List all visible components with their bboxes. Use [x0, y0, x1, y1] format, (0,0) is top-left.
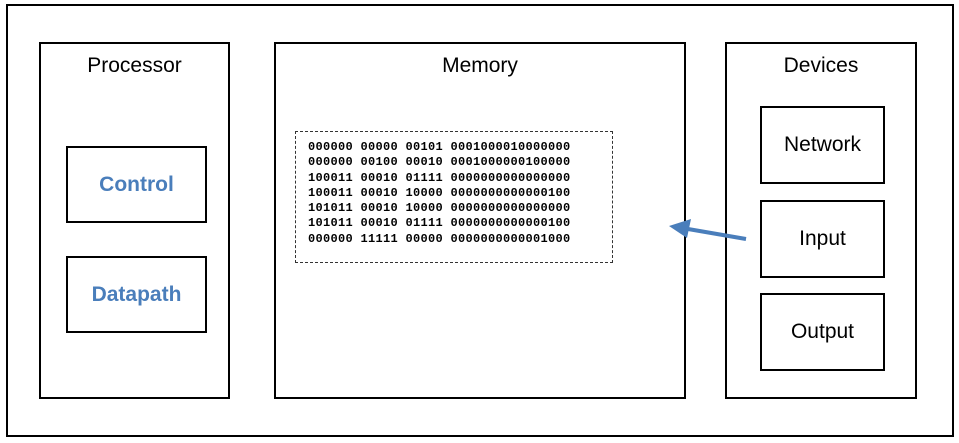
- memory-word: 000000 00100 00010 0001000000100000: [308, 155, 571, 170]
- processor-box: Processor Control Datapath: [39, 42, 230, 399]
- arrow-shaft: [687, 227, 747, 241]
- network-box: Network: [760, 106, 885, 184]
- input-label: Input: [799, 227, 846, 250]
- memory-word: 000000 00000 00101 0001000010000000: [308, 140, 571, 154]
- output-box: Output: [760, 293, 885, 371]
- devices-box: Devices Network Input Output: [725, 42, 917, 399]
- datapath-label: Datapath: [91, 282, 182, 306]
- memory-title: Memory: [442, 54, 518, 77]
- memory-box: Memory 000000 00000 00101 00010000100000…: [274, 42, 686, 399]
- datapath-box: Datapath: [66, 256, 207, 333]
- memory-contents: 000000 00000 00101 0001000010000000 0000…: [295, 131, 613, 263]
- memory-word: 101011 00010 01111 0000000000000100: [308, 216, 571, 231]
- memory-word: 000000 11111 00000 0000000000001000: [308, 231, 571, 246]
- devices-title: Devices: [783, 54, 859, 77]
- memory-word: 100011 00010 01111 0000000000000000: [308, 170, 571, 185]
- processor-title: Processor: [87, 54, 182, 77]
- memory-word: 101011 00010 10000 0000000000000000: [308, 201, 571, 216]
- input-box: Input: [760, 200, 885, 278]
- arrow-head: [669, 219, 691, 238]
- control-label: Control: [99, 172, 174, 196]
- network-label: Network: [783, 133, 862, 156]
- memory-word: 100011 00010 10000 0000000000000100: [308, 185, 571, 200]
- output-label: Output: [790, 320, 855, 343]
- control-box: Control: [66, 146, 207, 223]
